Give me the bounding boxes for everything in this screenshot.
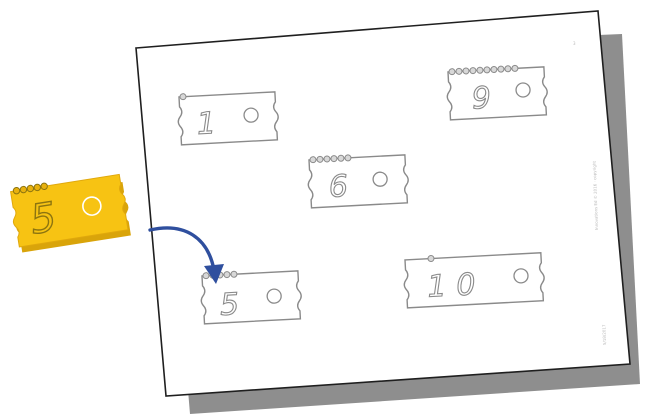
bead — [231, 271, 237, 277]
bead — [317, 156, 323, 162]
bead — [331, 155, 337, 161]
bead — [180, 94, 186, 100]
corner-code: 5/18/2017 — [601, 324, 607, 345]
bead — [41, 183, 48, 190]
bead — [338, 155, 344, 161]
bead — [498, 66, 504, 72]
card-number: 10 — [426, 267, 486, 305]
circle-icon — [244, 108, 259, 123]
card-outline — [177, 92, 279, 145]
number-card-6: 6 — [307, 152, 410, 208]
number-card-10: 10 — [403, 250, 545, 308]
bead-row — [428, 255, 434, 261]
bead — [27, 185, 34, 192]
bead — [505, 66, 511, 72]
bead — [224, 271, 230, 277]
card-number: 6 — [328, 169, 349, 205]
circle-icon — [267, 289, 282, 304]
bead — [449, 69, 455, 75]
bead-row — [180, 94, 186, 100]
yellow-number-card[interactable]: 5 — [8, 171, 133, 254]
circle-icon — [373, 172, 388, 187]
card-number: 9 — [471, 81, 492, 117]
card-number: 1 — [196, 106, 217, 142]
bead — [470, 67, 476, 73]
card-outline — [446, 67, 548, 120]
bead — [34, 184, 41, 191]
bead — [20, 186, 27, 193]
number-card-1: 1 — [177, 89, 280, 145]
bead — [310, 157, 316, 163]
bead — [203, 273, 209, 279]
card-number: 5 — [219, 287, 240, 323]
bead — [512, 65, 518, 71]
bead — [13, 187, 20, 194]
bead — [345, 155, 351, 161]
bead — [477, 67, 483, 73]
bead — [463, 68, 469, 74]
number-card-9: 9 — [446, 64, 549, 120]
bead — [428, 255, 434, 261]
bead — [484, 67, 490, 73]
bead — [324, 156, 330, 162]
bead — [491, 66, 497, 72]
bead — [456, 68, 462, 74]
circle-icon — [516, 83, 531, 98]
circle-icon — [514, 268, 529, 283]
card-outline — [307, 155, 409, 208]
